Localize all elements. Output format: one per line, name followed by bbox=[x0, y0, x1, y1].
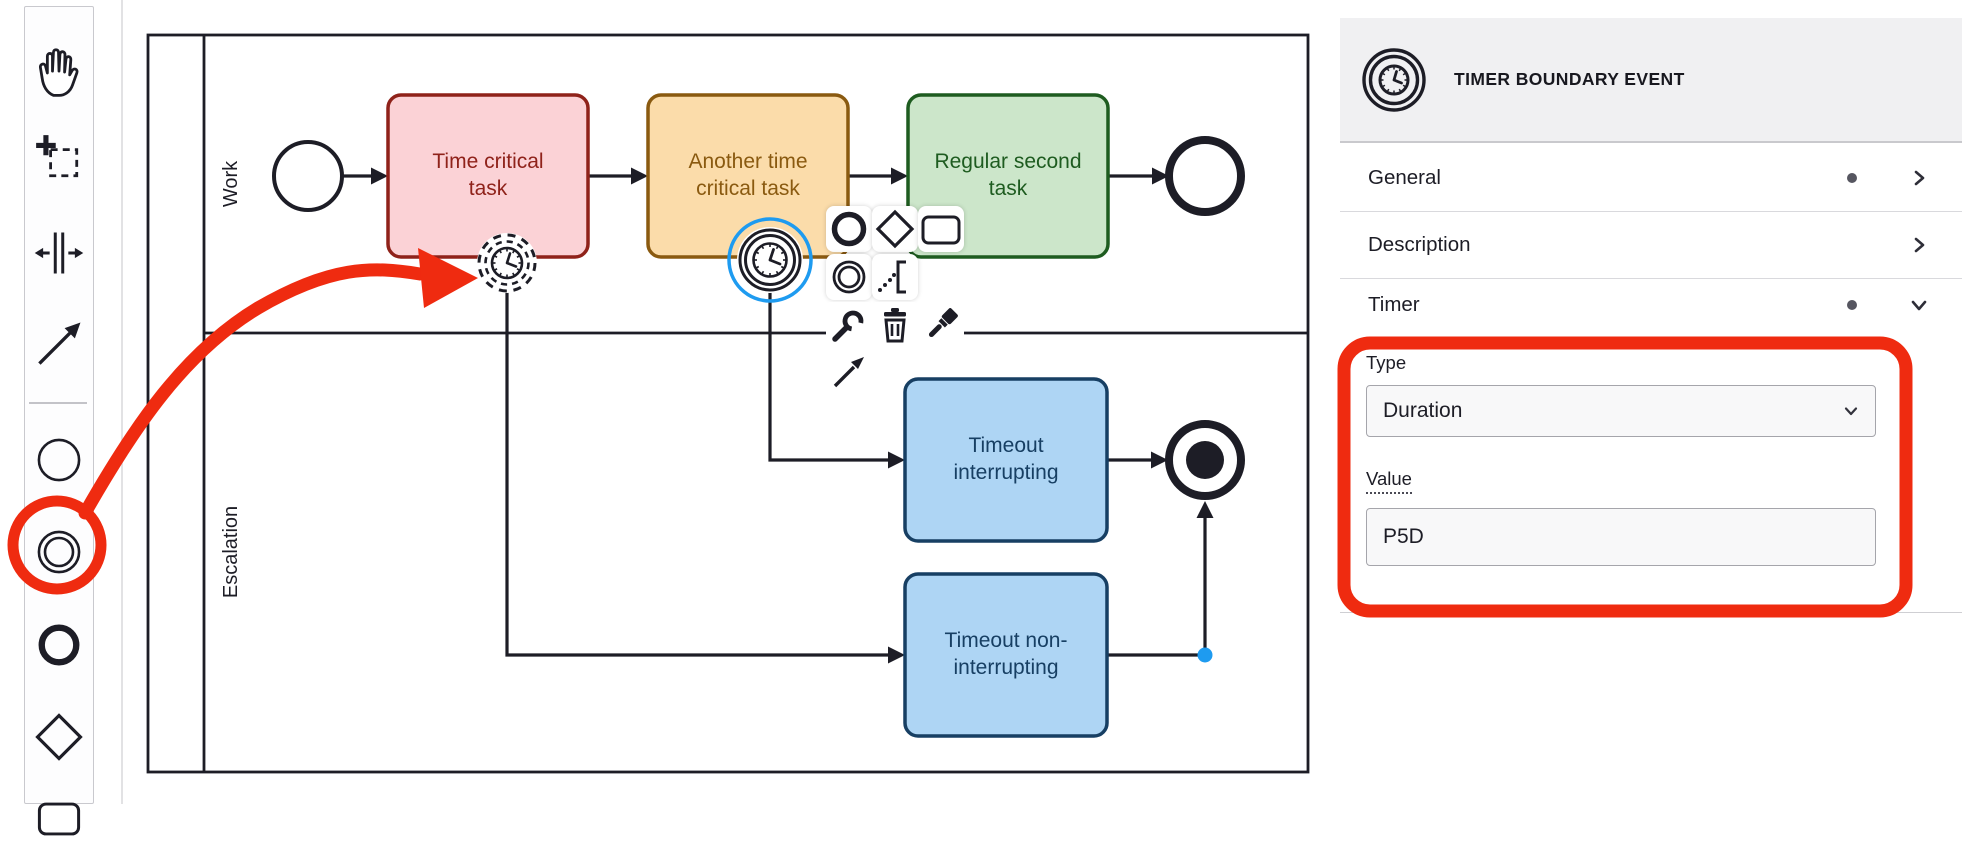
chevron-right-icon[interactable] bbox=[1910, 169, 1928, 187]
timer-type-select[interactable]: Duration bbox=[1366, 385, 1876, 437]
trash-icon bbox=[884, 308, 906, 343]
task-icon bbox=[37, 802, 81, 836]
terminate-end-event[interactable] bbox=[1165, 420, 1245, 500]
create-intermediate-event[interactable] bbox=[29, 522, 89, 582]
context-pad-append-intermediate-event[interactable] bbox=[826, 254, 872, 300]
intermediate-event-icon bbox=[37, 530, 81, 574]
task-icon bbox=[921, 215, 961, 245]
context-pad-append-gateway[interactable] bbox=[872, 206, 918, 252]
timer-boundary-event-non-interrupting[interactable] bbox=[477, 233, 537, 293]
timer-boundary-event-selected[interactable] bbox=[727, 217, 813, 303]
gateway-icon bbox=[35, 713, 83, 761]
svg-text:Timeout non-: Timeout non- bbox=[945, 629, 1068, 652]
start-event-icon bbox=[37, 438, 81, 482]
create-gateway[interactable] bbox=[29, 707, 89, 767]
hand-tool[interactable] bbox=[29, 43, 89, 103]
section-label: General bbox=[1368, 166, 1441, 189]
clock-hands bbox=[768, 248, 782, 266]
svg-text:Time critical: Time critical bbox=[432, 150, 543, 173]
global-connect-tool[interactable] bbox=[29, 314, 89, 374]
edited-dot bbox=[1847, 173, 1857, 183]
svg-text:interrupting: interrupting bbox=[953, 461, 1058, 484]
svg-text:task: task bbox=[469, 177, 508, 200]
section-label: Timer bbox=[1368, 292, 1420, 316]
panel-title: TIMER BOUNDARY EVENT bbox=[1454, 69, 1685, 89]
section-timer[interactable]: Timer bbox=[1340, 271, 1962, 338]
context-pad-append-end-event[interactable] bbox=[826, 206, 872, 252]
text-annotation-icon bbox=[878, 260, 906, 294]
section-description[interactable]: Description bbox=[1340, 212, 1962, 279]
context-pad-set-color[interactable] bbox=[918, 302, 964, 348]
properties-panel: TIMER BOUNDARY EVENT General Description… bbox=[1340, 0, 1962, 804]
end-event-icon bbox=[831, 211, 867, 247]
task-time-critical[interactable]: Time critical task bbox=[386, 93, 590, 259]
section-general[interactable]: General bbox=[1340, 145, 1962, 212]
sequence-flow[interactable] bbox=[768, 292, 889, 462]
edited-dot bbox=[1847, 299, 1857, 310]
svg-text:interrupting: interrupting bbox=[953, 656, 1058, 679]
selection-ring bbox=[727, 217, 813, 303]
create-start-event[interactable] bbox=[29, 430, 89, 490]
gateway-icon bbox=[875, 209, 915, 249]
space-tool-icon bbox=[34, 232, 84, 274]
task-timeout-interrupting[interactable]: Timeout interrupting bbox=[903, 377, 1109, 543]
timer-boundary-event-icon bbox=[1362, 47, 1426, 112]
task-timeout-non-interrupting[interactable]: Timeout non- interrupting bbox=[903, 572, 1109, 738]
clock-hands bbox=[505, 252, 518, 268]
palette-separator bbox=[29, 402, 87, 404]
svg-text:task: task bbox=[989, 177, 1028, 200]
context-pad-append-task[interactable] bbox=[918, 206, 964, 252]
create-task[interactable] bbox=[29, 789, 89, 849]
sequence-flow[interactable] bbox=[1107, 517, 1207, 657]
start-event[interactable] bbox=[272, 140, 344, 212]
lane-escalation-label: Escalation bbox=[220, 506, 242, 598]
chevron-down-icon[interactable] bbox=[1910, 296, 1928, 314]
svg-text:Timeout: Timeout bbox=[968, 434, 1043, 457]
svg-text:Regular second: Regular second bbox=[934, 150, 1081, 173]
timer-type-value: Duration bbox=[1383, 399, 1463, 422]
lane-work-label: Work bbox=[220, 160, 242, 207]
connect-arrow-icon bbox=[38, 322, 81, 365]
svg-text:Another time: Another time bbox=[688, 150, 807, 173]
palette bbox=[24, 6, 94, 836]
waypoint-dot[interactable] bbox=[1197, 647, 1213, 663]
task-another-time-critical[interactable]: Another time critical task bbox=[646, 93, 850, 259]
sequence-flow[interactable] bbox=[505, 292, 889, 657]
flow-arrowheads bbox=[371, 167, 1214, 664]
paintbrush-icon bbox=[928, 308, 958, 338]
create-end-event[interactable] bbox=[29, 615, 89, 675]
section-label: Description bbox=[1368, 233, 1471, 256]
wrench-icon bbox=[832, 310, 864, 342]
lasso-tool[interactable] bbox=[29, 128, 89, 188]
timer-type-label: Type bbox=[1366, 352, 1407, 373]
context-pad-connect[interactable] bbox=[826, 350, 872, 396]
context-pad-append-text-annotation[interactable] bbox=[872, 254, 918, 300]
chevron-right-icon[interactable] bbox=[1910, 236, 1928, 254]
timer-value-input[interactable] bbox=[1366, 508, 1876, 566]
space-tool[interactable] bbox=[29, 223, 89, 283]
connect-arrow-icon bbox=[833, 357, 864, 388]
end-event-icon bbox=[38, 624, 80, 666]
context-pad-delete[interactable] bbox=[872, 302, 918, 348]
timer-value-label: Value bbox=[1366, 468, 1412, 494]
svg-text:critical task: critical task bbox=[696, 177, 800, 200]
context-pad-change-type[interactable] bbox=[826, 302, 872, 348]
hand-icon bbox=[38, 48, 79, 97]
intermediate-event-icon bbox=[832, 260, 866, 294]
lasso-icon bbox=[36, 135, 79, 178]
panel-header: TIMER BOUNDARY EVENT bbox=[1340, 18, 1962, 143]
chevron-down-icon bbox=[1843, 403, 1859, 419]
section-divider bbox=[1340, 612, 1962, 613]
end-event[interactable] bbox=[1165, 136, 1245, 216]
